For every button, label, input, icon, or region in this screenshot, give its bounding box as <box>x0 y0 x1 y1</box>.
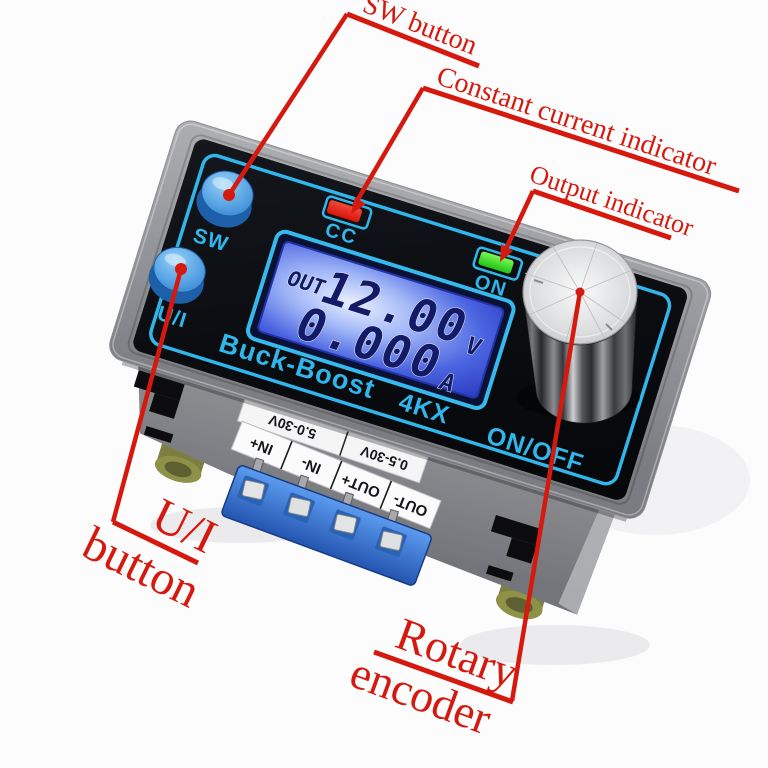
converter-module: 5.0-30V 0.5-30V IN+ IN- OUT+ OUT- <box>109 120 712 620</box>
knob-tick <box>533 279 544 284</box>
on-led <box>478 251 514 274</box>
label-underline <box>111 519 200 566</box>
label-underline <box>532 188 672 241</box>
callout-arrowhead <box>500 244 513 262</box>
shadow-right <box>460 625 650 665</box>
callout-dot <box>175 263 187 275</box>
mounting-clip-right <box>486 514 542 582</box>
terminal-screw <box>237 475 269 506</box>
mounting-screw-post-left <box>154 440 207 483</box>
terminal-screw <box>329 509 361 540</box>
bezel-highlight <box>112 123 709 516</box>
knob-tick <box>605 323 613 331</box>
button-highlight <box>212 177 234 191</box>
bezel-step <box>127 134 693 505</box>
knob-top-ring <box>529 246 631 338</box>
mounting-clip-left <box>133 370 185 443</box>
knob-brushed-lines <box>524 242 633 342</box>
rotary-encoder-knob[interactable] <box>516 239 640 424</box>
terminal-block <box>221 465 432 586</box>
terminal-labels-sticker: IN+ IN- OUT+ OUT- <box>230 420 442 530</box>
callout-dot <box>223 189 235 201</box>
terminal-screw <box>375 526 407 557</box>
callout-dot <box>575 287 585 297</box>
label-underline <box>373 649 514 705</box>
rear-case-side-highlight <box>558 500 620 615</box>
terminal-screw <box>283 492 315 523</box>
label-underline <box>422 85 740 194</box>
cc-led <box>326 200 362 223</box>
label-underline <box>346 11 480 69</box>
ui-button[interactable] <box>143 240 213 310</box>
terminal-label-in-minus: IN- <box>299 454 324 477</box>
callout-arrowhead <box>351 197 366 214</box>
sw-button[interactable] <box>191 164 261 234</box>
